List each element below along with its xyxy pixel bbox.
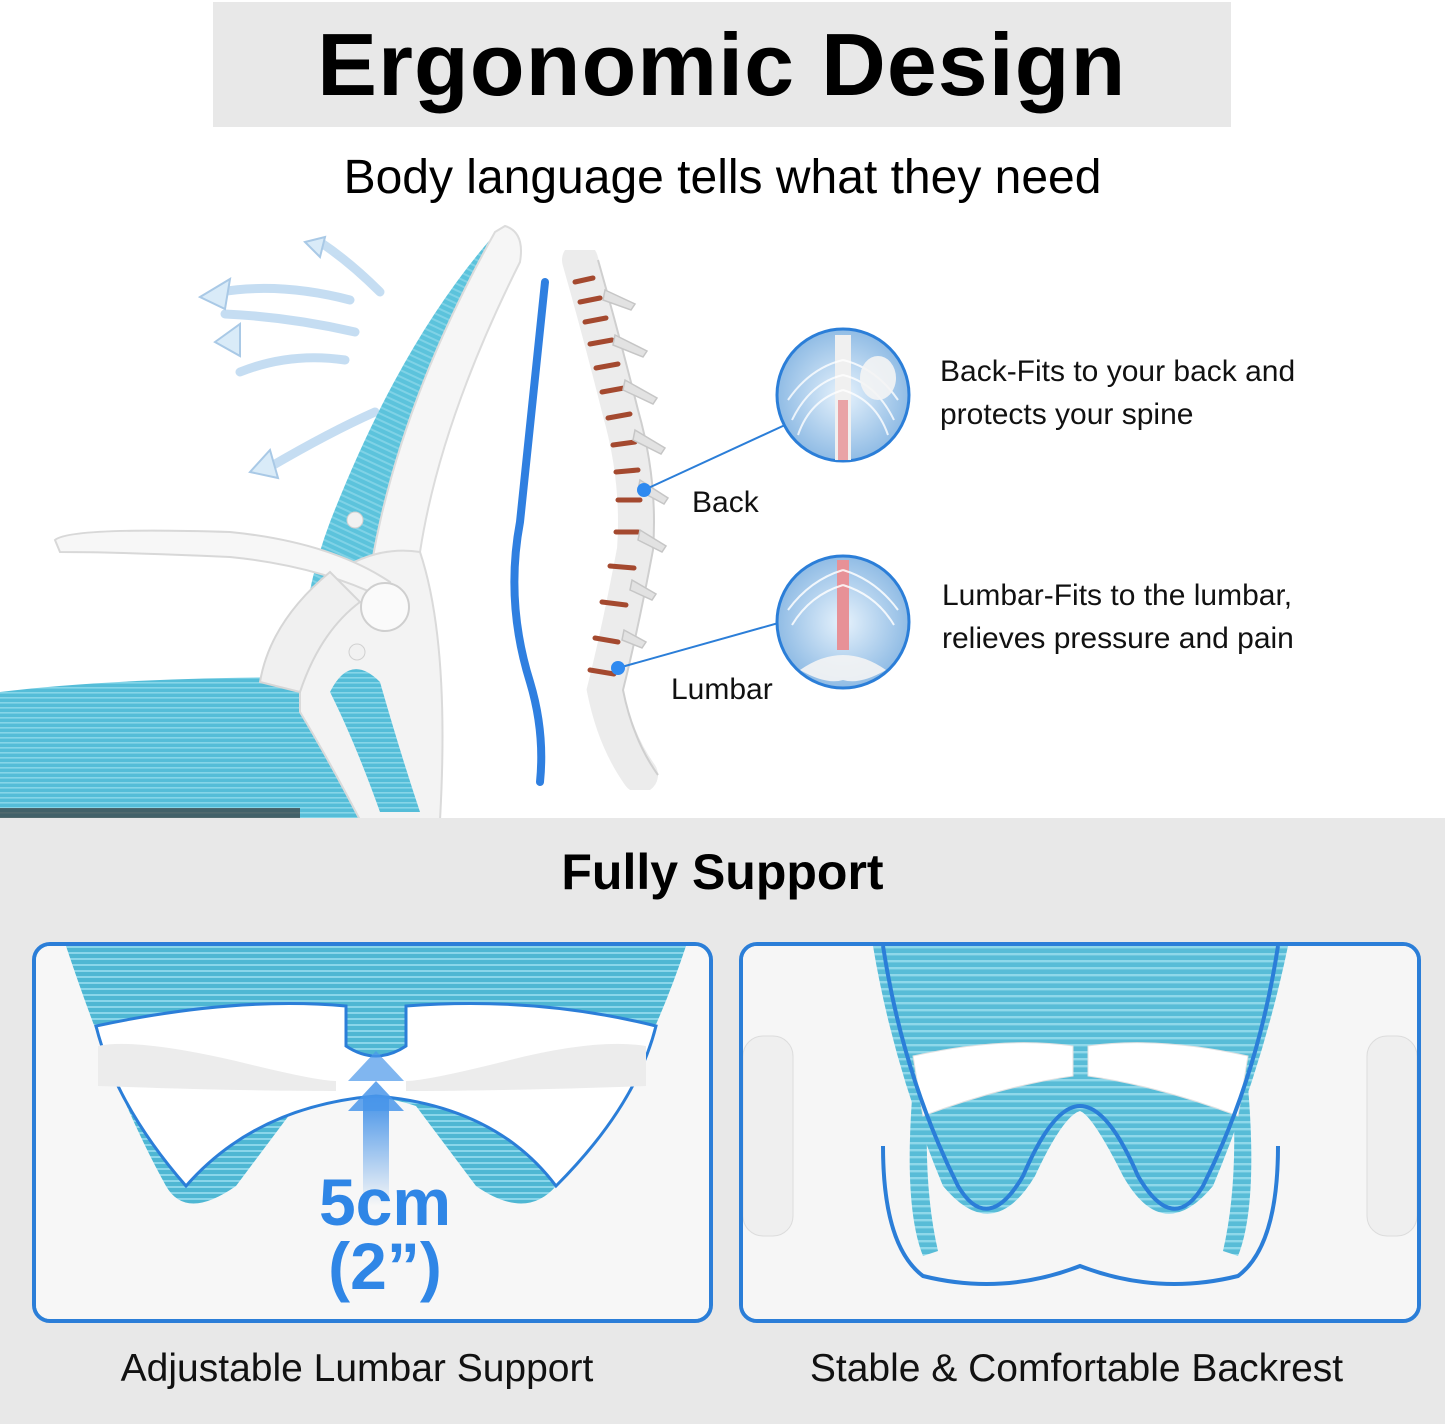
lumbar-support-image (36, 946, 709, 1319)
back-detail-icon (775, 327, 911, 463)
section-title: Fully Support (561, 844, 884, 900)
lumbar-callout-line1: Lumbar-Fits to the lumbar, (942, 579, 1293, 612)
lumbar-label: Lumbar (671, 673, 773, 706)
spine-icon (562, 250, 670, 790)
lumbar-callout-line2: relieves pressure and pain (942, 622, 1294, 655)
back-marker-icon (637, 483, 651, 497)
page-subtitle: Body language tells what they need (343, 151, 1102, 204)
page-title: Ergonomic Design (317, 14, 1127, 114)
back-label: Back (692, 486, 759, 519)
posture-curve-icon (510, 278, 549, 786)
lumbar-adjust-measurement: 5cm (2”) (280, 1165, 490, 1303)
backrest-caption: Stable & Comfortable Backrest (809, 1347, 1344, 1390)
lumbar-support-panel (32, 942, 713, 1323)
measurement-imperial: (2”) (328, 1229, 442, 1303)
airflow-arrows-icon (215, 237, 385, 472)
armrest-hinge-icon (360, 582, 410, 632)
lumbar-support-caption: Adjustable Lumbar Support (120, 1347, 594, 1390)
chair-side-illustration (0, 224, 549, 820)
measurement-metric: 5cm (318, 1165, 452, 1239)
spine-diagram (562, 250, 911, 790)
back-callout: Back-Fits to your back and protects your… (940, 350, 1295, 436)
lumbar-marker-icon (611, 661, 625, 675)
back-callout-line2: protects your spine (940, 398, 1194, 431)
back-callout-line1: Back-Fits to your back and (940, 355, 1296, 388)
arrow-up-icon (348, 1081, 404, 1111)
lumbar-callout: Lumbar-Fits to the lumbar, relieves pres… (942, 574, 1294, 660)
lumbar-detail-icon (775, 554, 911, 690)
backrest-image (743, 946, 1417, 1319)
backrest-panel (739, 942, 1421, 1323)
title-banner: Ergonomic Design (213, 2, 1231, 127)
